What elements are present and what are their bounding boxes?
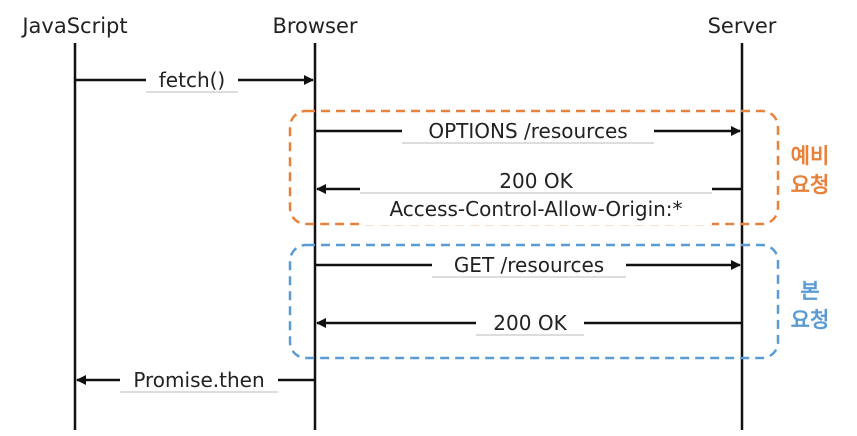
promise-label-bg (120, 367, 278, 393)
promise-label: Promise.then (133, 368, 264, 392)
preflight-header-label: Access-Control-Allow-Origin:* (389, 197, 682, 221)
get-label-bg (432, 252, 626, 278)
options-label: OPTIONS /resources (428, 119, 627, 143)
fetch-label-bg (146, 67, 238, 93)
preflight-label-line1: 예비 (791, 144, 830, 168)
actor-server-label: Server (708, 14, 777, 38)
main-request-box (288, 243, 780, 360)
get-label: GET /resources (454, 253, 604, 277)
main-label-line2: 요청 (791, 308, 830, 332)
preflight-ok-label: 200 OK (499, 169, 573, 193)
preflight-ok-label-bg (360, 173, 712, 225)
actor-javascript-label: JavaScript (20, 14, 127, 38)
main-ok-label-bg (476, 310, 584, 336)
main-label-line1: 본 (800, 279, 819, 303)
options-label-bg (402, 118, 654, 144)
preflight-label-line2: 요청 (791, 173, 830, 197)
main-ok-label: 200 OK (493, 311, 567, 335)
fetch-label: fetch() (159, 68, 225, 92)
actor-browser-label: Browser (272, 14, 357, 38)
